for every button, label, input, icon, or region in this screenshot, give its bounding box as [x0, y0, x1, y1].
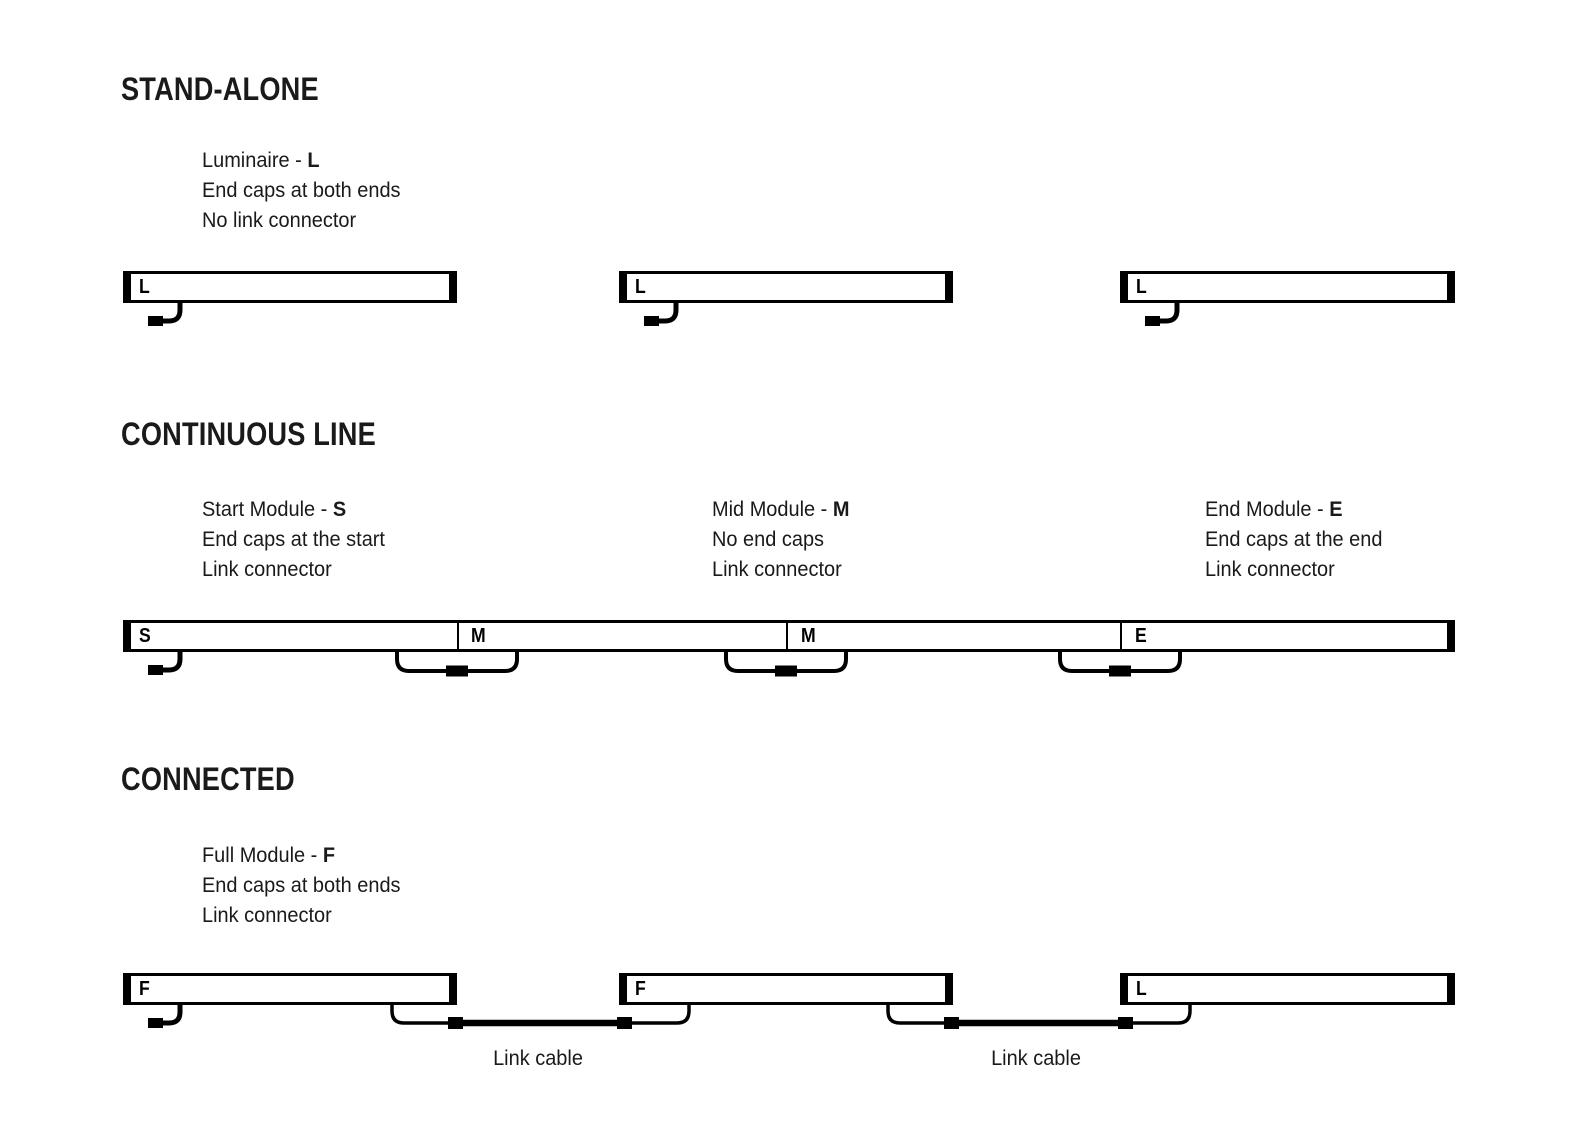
link-connector-block — [1109, 665, 1131, 677]
module-endcaps-note: End caps at both ends — [202, 179, 401, 202]
module-title-prefix: End Module - — [1205, 498, 1330, 521]
module-code: F — [322, 844, 336, 867]
end-module-description: End Module - E End caps at the end Link … — [1205, 495, 1382, 585]
link-cable-label: Link cable — [991, 1047, 1081, 1070]
start-module-description: Start Module - S End caps at the start L… — [202, 495, 385, 585]
module-title: Start Module - S — [202, 495, 385, 525]
module-title-prefix: Mid Module - — [712, 498, 833, 521]
power-cable — [162, 650, 183, 673]
luminaire-bar-connected: L — [1120, 973, 1455, 1005]
module-connector-note: Link connector — [202, 558, 332, 581]
module-label: L — [1136, 276, 1147, 298]
module-label: M — [801, 625, 816, 647]
link-cable-wire — [390, 1003, 691, 1025]
module-connector-note: Link connector — [712, 558, 842, 581]
luminaire-bar-2: L — [619, 271, 953, 303]
full-module-bar-2: F — [619, 973, 953, 1005]
module-label: F — [635, 978, 646, 1000]
luminaire-bar-1: L — [123, 271, 457, 303]
segment-divider — [457, 623, 459, 649]
link-connectors — [395, 650, 1182, 677]
module-connector-note: Link connector — [202, 904, 332, 927]
module-label: L — [139, 276, 150, 298]
link-cables — [390, 1003, 1192, 1029]
power-cable — [162, 1003, 183, 1026]
heading-connected: CONNECTED — [121, 761, 295, 797]
module-label: M — [471, 625, 486, 647]
module-title-prefix: Full Module - — [202, 844, 323, 867]
continuous-line-bar: S M M E — [123, 620, 1455, 652]
heading-stand-alone: STAND-ALONE — [121, 71, 319, 107]
module-code: E — [1329, 498, 1343, 521]
link-connector-block — [775, 665, 797, 677]
heading-continuous-line: CONTINUOUS LINE — [121, 416, 376, 452]
module-endcaps-note: End caps at both ends — [202, 874, 401, 897]
module-code: M — [832, 498, 850, 521]
full-module-description: Full Module - F End caps at both ends Li… — [202, 841, 401, 931]
full-module-bar-1: F — [123, 973, 457, 1005]
module-title: Full Module - F — [202, 841, 401, 871]
power-cable — [162, 301, 183, 324]
module-label: F — [139, 978, 150, 1000]
link-cable-connector — [1118, 1017, 1133, 1029]
module-label: E — [1135, 625, 1147, 647]
module-endcaps-note: No end caps — [712, 528, 825, 551]
power-plug — [148, 1018, 163, 1028]
module-code: S — [332, 498, 347, 521]
module-title: Mid Module - M — [712, 495, 849, 525]
link-connector-wire — [1058, 650, 1182, 673]
power-cable — [658, 301, 679, 324]
module-title-prefix: Luminaire - — [202, 149, 308, 172]
link-cable-connector — [617, 1017, 632, 1029]
module-label: L — [1136, 978, 1147, 1000]
power-plug — [1145, 316, 1160, 326]
stand-alone-description: Luminaire - L End caps at both ends No l… — [202, 146, 401, 236]
segment-divider — [786, 623, 788, 649]
module-label: L — [635, 276, 646, 298]
power-cable — [1159, 301, 1180, 324]
module-endcaps-note: End caps at the end — [1205, 528, 1383, 551]
module-code: L — [307, 149, 320, 172]
link-cable-connector — [944, 1017, 959, 1029]
link-cable-connector — [448, 1017, 463, 1029]
luminaire-bar-3: L — [1120, 271, 1455, 303]
link-connector-block — [446, 665, 468, 677]
module-title: End Module - E — [1205, 495, 1382, 525]
module-connector-note: No link connector — [202, 209, 357, 232]
link-connector-wire — [724, 650, 848, 673]
power-plug — [148, 316, 163, 326]
link-connector-wire — [395, 650, 519, 673]
link-cable-label: Link cable — [493, 1047, 583, 1070]
module-title: Luminaire - L — [202, 146, 401, 176]
link-cable-wire — [886, 1003, 1192, 1025]
power-plug — [644, 316, 659, 326]
module-connector-note: Link connector — [1205, 558, 1335, 581]
module-endcaps-note: End caps at the start — [202, 528, 385, 551]
segment-divider — [1120, 623, 1122, 649]
module-label: S — [139, 625, 151, 647]
power-plug — [148, 665, 163, 675]
mid-module-description: Mid Module - M No end caps Link connecto… — [712, 495, 849, 585]
module-title-prefix: Start Module - — [202, 498, 333, 521]
